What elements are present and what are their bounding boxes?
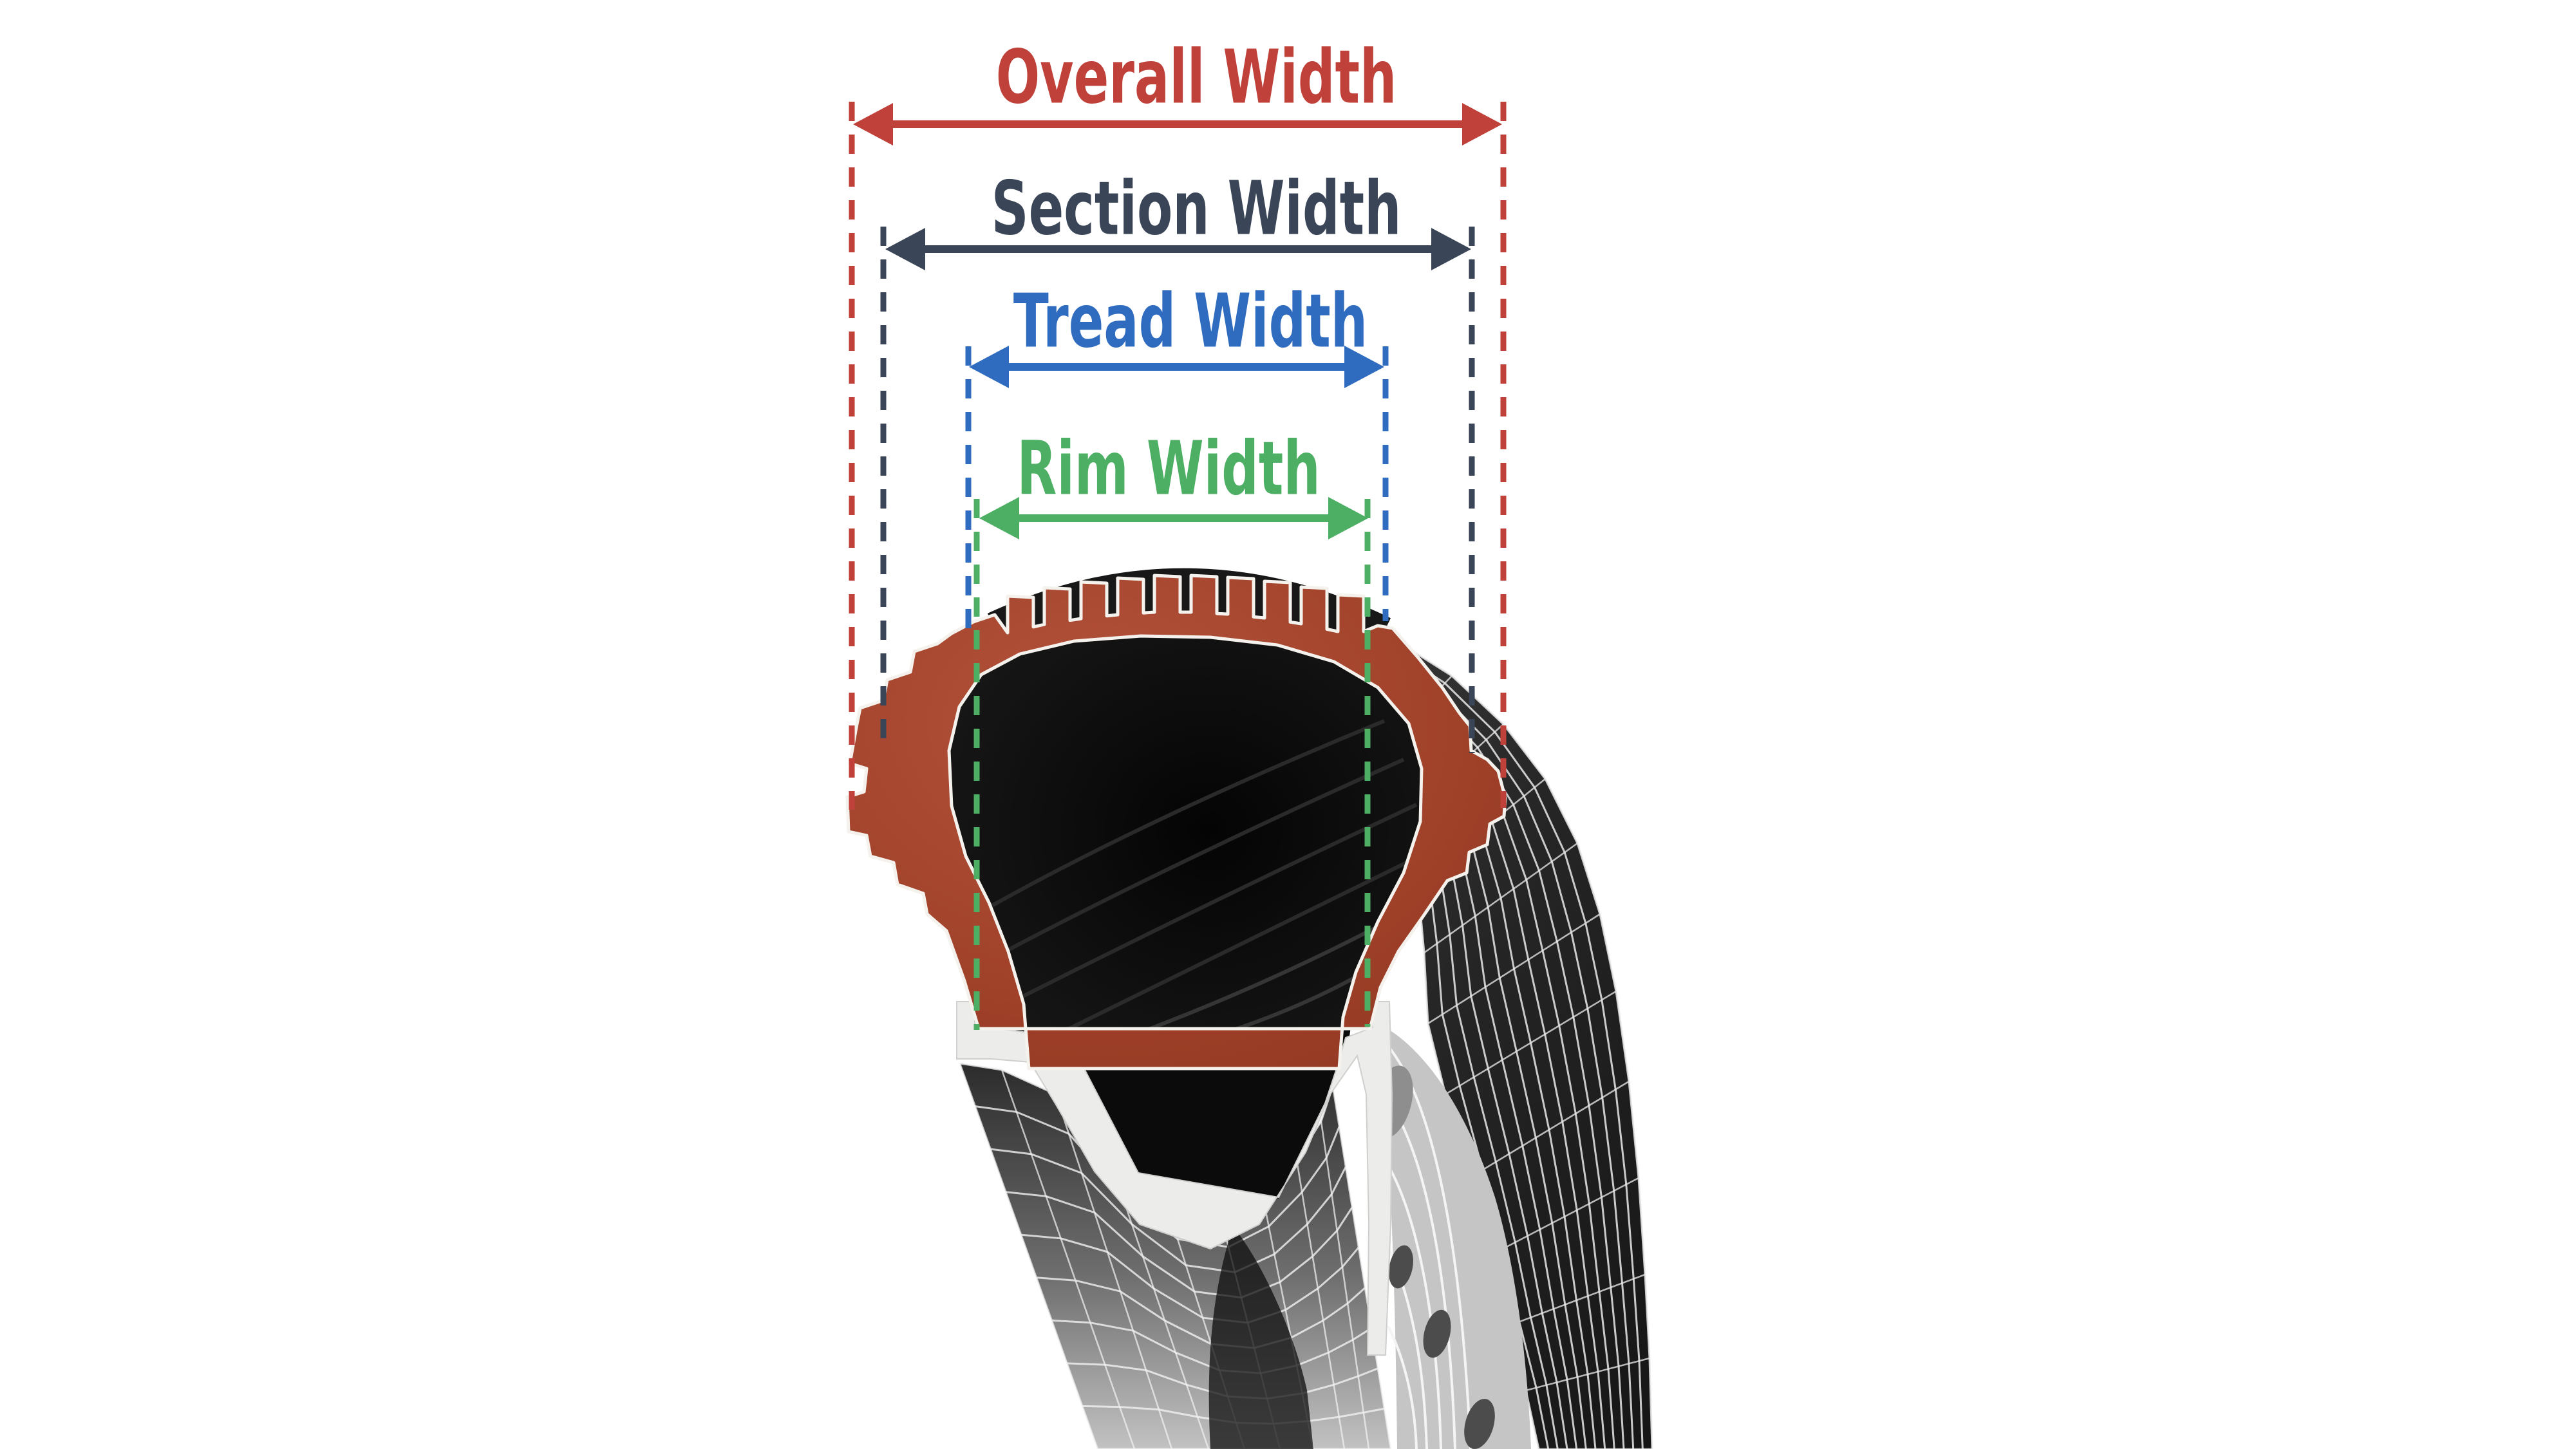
- overall-width-label: Overall Width: [995, 34, 1397, 121]
- rim-width-guides: [973, 499, 1371, 1030]
- section-width-arrow: [885, 228, 1471, 270]
- rim-cross-section: [956, 1001, 1393, 1356]
- rim-width-arrow: [979, 497, 1368, 539]
- tire-rubber-cross-section: [845, 574, 1507, 1070]
- rim-width-label: Rim Width: [1017, 425, 1321, 512]
- tread-width-label: Tread Width: [1013, 278, 1368, 365]
- overall-width-guides: [849, 102, 1507, 810]
- tread-width-guides: [965, 346, 1389, 633]
- section-width-guides: [880, 227, 1475, 753]
- tread-width-arrow: [969, 346, 1384, 388]
- tire-interior: [949, 636, 1422, 1069]
- section-width-label: Section Width: [991, 165, 1402, 252]
- disc-bolt-hole: [1389, 1245, 1413, 1289]
- disc-bolt-hole: [1464, 1399, 1495, 1449]
- disc-bolt-hole: [1423, 1309, 1451, 1358]
- wheel-cavity-shadow: [1208, 1226, 1313, 1449]
- overall-width-arrow: [853, 103, 1502, 145]
